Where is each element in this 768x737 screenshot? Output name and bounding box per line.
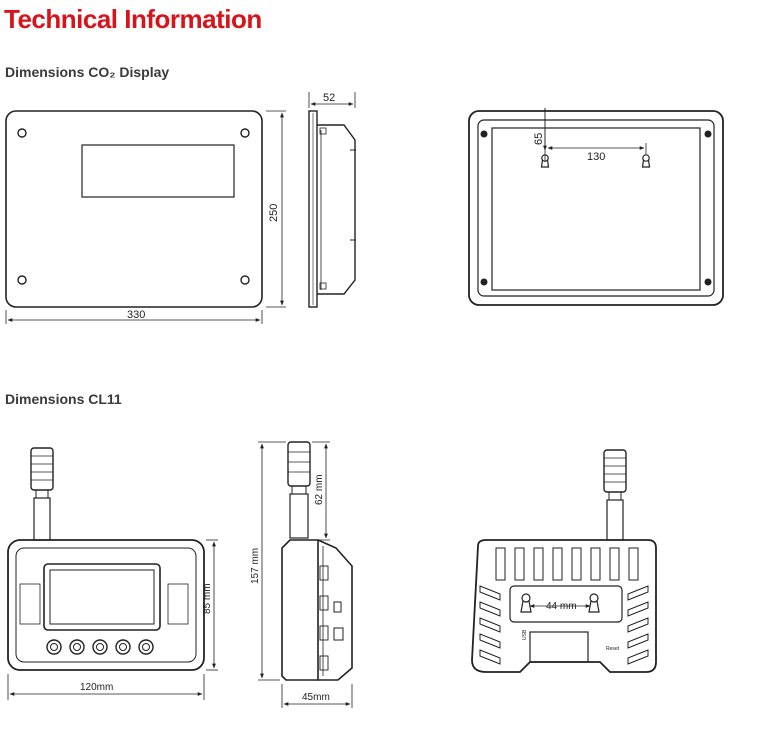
co2-depth-label: 52 <box>323 92 335 104</box>
co2-display-front-view <box>5 110 286 324</box>
co2-height-label: 250 <box>268 204 280 222</box>
section-heading-cl11: Dimensions CL11 <box>5 391 122 407</box>
section-heading-co2-display: Dimensions CO₂ Display <box>5 64 170 80</box>
co2-width-label: 330 <box>127 309 145 321</box>
cl11-sensor-length-label: 62 mm <box>314 474 325 505</box>
cl11-back-view <box>471 449 657 673</box>
cl11-total-height-label: 157 mm <box>250 548 261 584</box>
page-title: Technical Information <box>4 4 262 34</box>
cl11-height-label: 85 mm <box>202 583 213 614</box>
cl11-front-view <box>7 447 218 700</box>
co2-hole-spacing-label: 130 <box>587 151 605 163</box>
cl11-side-view <box>258 441 353 708</box>
cl11-hole-spacing-label: 44 mm <box>546 601 577 612</box>
cl11-width-label: 120mm <box>80 682 113 693</box>
co2-display-side-view <box>308 92 356 308</box>
co2-display-back-view <box>468 108 724 306</box>
co2-hole-offset-label: 65 <box>533 133 545 145</box>
cl11-depth-label: 45mm <box>302 692 330 703</box>
cl11-reset-label: Reset <box>606 646 620 652</box>
cl11-usb-label: USB <box>522 629 528 640</box>
